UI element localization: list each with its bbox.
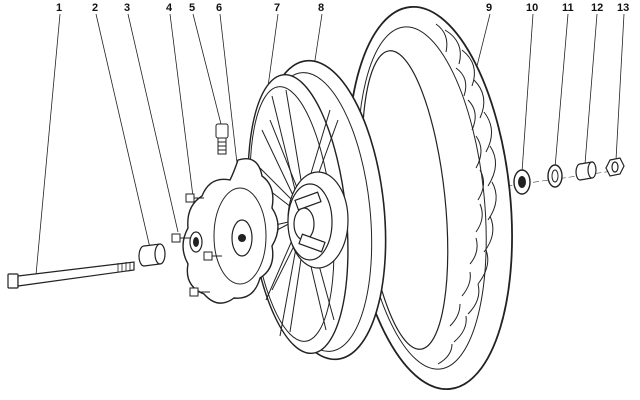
callout-6: 6 bbox=[216, 2, 222, 14]
oil-seal bbox=[547, 164, 563, 188]
callout-9: 9 bbox=[486, 2, 492, 14]
callout-11: 11 bbox=[562, 2, 574, 14]
callout-12: 12 bbox=[591, 2, 603, 14]
callout-labels: 1 2 3 4 5 6 7 8 9 10 11 12 13 bbox=[56, 2, 629, 14]
right-bearing bbox=[513, 169, 531, 195]
valve-stem bbox=[215, 123, 229, 155]
right-spacer bbox=[575, 161, 597, 181]
callout-7: 7 bbox=[274, 2, 280, 14]
tyre-tread-pattern bbox=[435, 23, 497, 365]
callout-5: 5 bbox=[189, 2, 195, 14]
axle bbox=[7, 261, 135, 289]
disc-bolts bbox=[171, 193, 222, 297]
left-bearing bbox=[189, 231, 203, 253]
tyre bbox=[347, 5, 513, 391]
left-spacer bbox=[138, 243, 166, 267]
axle-nut bbox=[605, 157, 625, 177]
callout-8: 8 bbox=[318, 2, 324, 14]
callout-4: 4 bbox=[166, 2, 173, 14]
brake-disc bbox=[182, 158, 279, 304]
callout-13: 13 bbox=[617, 2, 629, 14]
callout-2: 2 bbox=[92, 2, 98, 14]
callout-3: 3 bbox=[124, 2, 130, 14]
wheel-spoke-assembly bbox=[247, 73, 349, 355]
hub bbox=[287, 171, 349, 269]
callout-10: 10 bbox=[526, 2, 538, 14]
callout-1: 1 bbox=[56, 2, 62, 14]
leader-lines bbox=[35, 13, 625, 276]
